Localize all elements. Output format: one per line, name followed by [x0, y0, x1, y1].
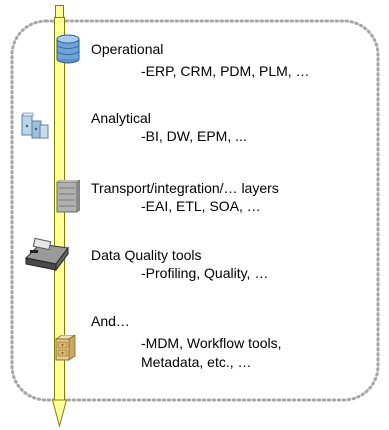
flow-arrow-head	[51, 399, 68, 428]
cabinet-icon	[54, 335, 76, 361]
printer-tools-icon	[24, 238, 69, 272]
and-detail-line1: -MDM, Workflow tools,	[141, 335, 282, 351]
dotted-frame	[10, 19, 380, 402]
analytics-server-icon	[21, 112, 49, 139]
and-detail-line2: Metadata, etc., …	[141, 354, 252, 370]
transport-heading: Transport/integration/… layers	[91, 180, 279, 196]
transport-detail: -EAI, ETL, SOA, …	[141, 198, 261, 214]
and-heading: And…	[91, 313, 130, 329]
database-cylinder-icon	[56, 34, 80, 64]
operational-detail: -ERP, CRM, PDM, PLM, …	[141, 63, 310, 79]
server-stack-icon	[56, 180, 80, 213]
analytical-heading: Analytical	[91, 110, 151, 126]
analytical-detail: -BI, DW, EPM, ...	[141, 128, 247, 144]
data-quality-detail: -Profiling, Quality, …	[141, 265, 269, 281]
operational-heading: Operational	[91, 41, 164, 57]
data-quality-heading: Data Quality tools	[91, 247, 202, 263]
arrow-tail-box	[55, 5, 64, 18]
